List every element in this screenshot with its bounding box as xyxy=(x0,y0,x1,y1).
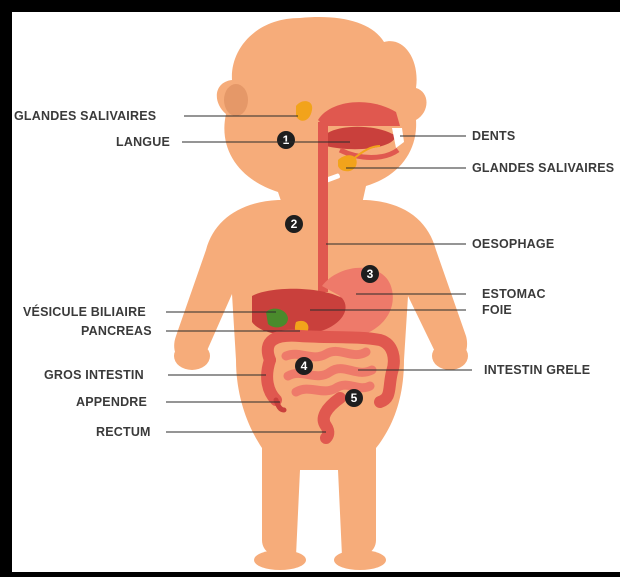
label-esophagus: OESOPHAGE xyxy=(472,237,554,251)
label-gallbladder: VÉSICULE BILIAIRE xyxy=(23,305,146,319)
label-liver: FOIE xyxy=(482,303,512,317)
badge-1-text: 1 xyxy=(283,133,290,147)
label-rectum: RECTUM xyxy=(96,425,151,439)
left-foot xyxy=(254,550,306,570)
badge-3-text: 3 xyxy=(367,267,374,281)
ear xyxy=(224,84,248,116)
label-large-intestine: GROS INTESTIN xyxy=(44,368,144,382)
badge-4-text: 4 xyxy=(301,359,308,373)
badge-2-text: 2 xyxy=(291,217,298,231)
left-hand xyxy=(174,342,210,370)
right-foot xyxy=(334,550,386,570)
label-teeth: DENTS xyxy=(472,129,515,143)
label-small-intestine: INTESTIN GRELE xyxy=(484,363,590,377)
label-salivary-glands-left: GLANDES SALIVAIRES xyxy=(14,109,156,123)
esophagus xyxy=(318,122,328,292)
label-stomach: ESTOMAC xyxy=(482,287,546,301)
label-salivary-glands-right: GLANDES SALIVAIRES xyxy=(472,161,614,175)
label-pancreas: PANCREAS xyxy=(81,324,152,338)
label-tongue: LANGUE xyxy=(116,135,170,149)
label-appendix: APPENDRE xyxy=(76,395,147,409)
right-hand xyxy=(432,342,468,370)
badge-5-text: 5 xyxy=(351,391,358,405)
